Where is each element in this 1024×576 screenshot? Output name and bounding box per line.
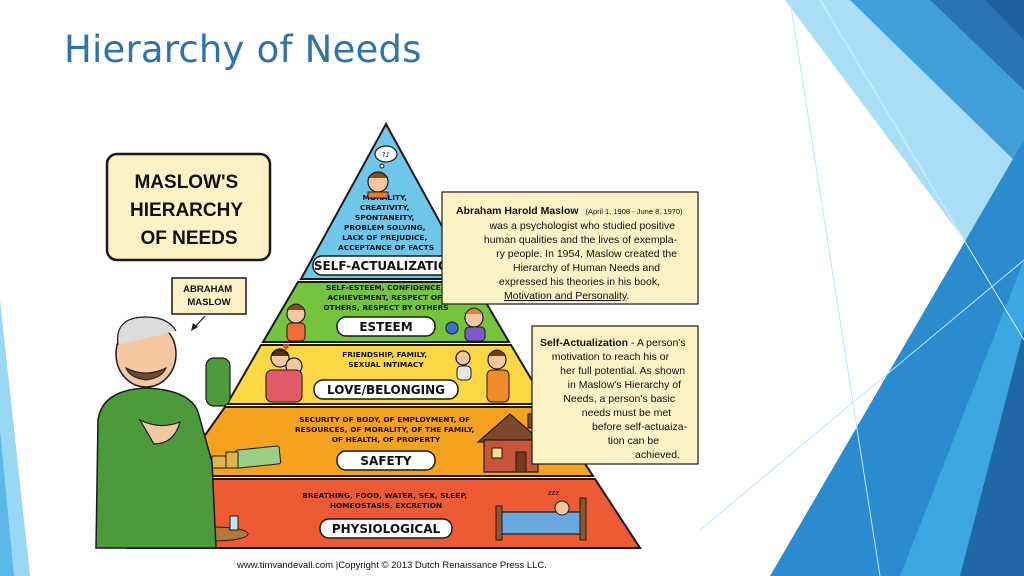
level-desc-esteem: SELF-ESTEEM, CONFIDENCE, ACHIEVEMENT, RE… [323, 283, 448, 312]
maslow-figure-icon [95, 316, 231, 549]
level-desc-physiological: BREATHING, FOOD, WATER, SEX, SLEEP, HOME… [302, 491, 470, 510]
svg-text:zzz: zzz [548, 489, 559, 497]
money-icon [211, 445, 282, 469]
level-self-actualization [299, 121, 473, 280]
definition-heading: Self-Actualization - A person's [540, 337, 686, 349]
child-figure-icon [286, 303, 306, 342]
level-label-physiological: PHYSIOLOGICAL [332, 522, 441, 536]
svg-text:♥: ♥ [282, 343, 290, 353]
level-desc-safety: SECURITY OF BODY, OF EMPLOYMENT, OF RESO… [295, 415, 477, 444]
slide-title: Hierarchy of Needs [64, 28, 422, 71]
bio-book: Motivation and Personality. [504, 290, 629, 302]
bed-icon: zzz [495, 489, 587, 541]
thinker-icon [367, 171, 389, 199]
level-label-love-belonging: LOVE/BELONGING [327, 383, 445, 397]
sign-title: MASLOW'S HIERARCHY OF NEEDS [130, 172, 248, 249]
copyright-credit: www.timvandevall.com |Copyright © 2013 D… [236, 560, 547, 571]
level-label-esteem: ESTEEM [359, 320, 412, 334]
couple-icon: ♥ [265, 343, 303, 403]
bio-heading: Abraham Harold Maslow (April 1, 1908 - J… [456, 205, 683, 217]
svg-text:?♪: ?♪ [382, 151, 390, 159]
definition-text: motivation to reach his or her full pote… [552, 351, 690, 461]
house-icon [476, 413, 544, 473]
parent-baby-icon [455, 349, 510, 403]
level-desc-love-belonging: FRIENDSHIP, FAMILY, SEXUAL INTIMACY [342, 350, 430, 369]
person-label: ABRAHAM MASLOW [183, 284, 235, 308]
level-label-self-actualization: SELF-ACTUALIZATION [314, 259, 458, 273]
bio-text: was a psychologist who studied positive … [484, 220, 680, 288]
award-ribbon-icon [445, 307, 486, 342]
thought-bubble-icon: ?♪ [374, 145, 398, 169]
level-label-safety: SAFETY [360, 454, 412, 468]
